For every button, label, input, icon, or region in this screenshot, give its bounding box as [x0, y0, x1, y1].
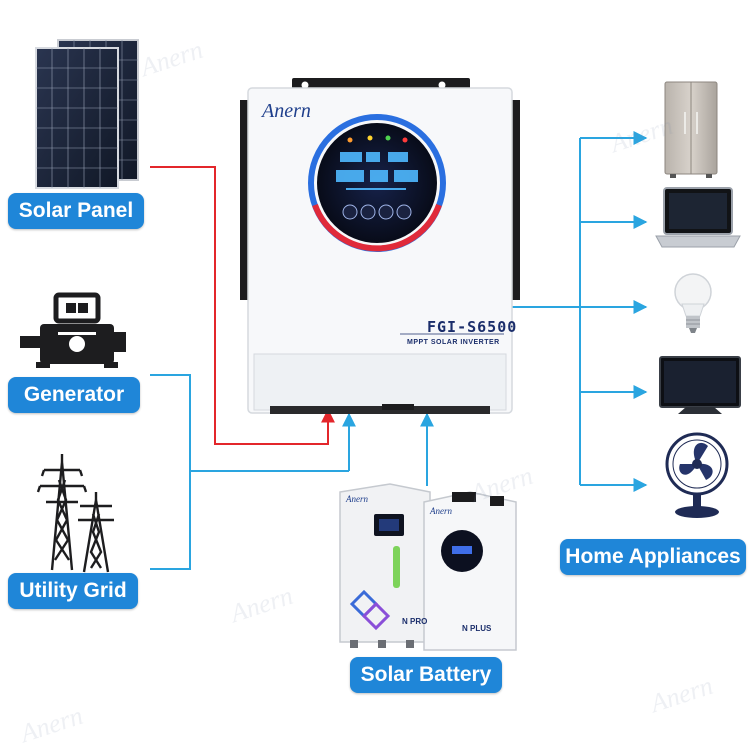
generator-icon	[20, 292, 126, 368]
solar-battery-label: Solar Battery	[350, 657, 502, 693]
battery-left-brand: Anern	[346, 494, 368, 504]
inverter-brand: Anern	[262, 100, 311, 122]
grid-line	[150, 471, 191, 570]
tv-icon	[659, 356, 741, 414]
inverter-subtitle: MPPT SOLAR INVERTER	[407, 339, 500, 346]
bulb-icon	[674, 273, 712, 333]
solar-panel-image	[35, 39, 139, 189]
battery-right-image	[423, 491, 517, 651]
home-appliances-label: Home Appliances	[560, 539, 746, 575]
fan-icon	[665, 432, 729, 518]
inverter-model: FGI-S6500	[427, 318, 518, 336]
utility-grid-icon	[36, 454, 114, 573]
battery-right-brand: Anern	[430, 506, 452, 516]
fridge-icon	[664, 81, 718, 178]
generator-label: Generator	[8, 377, 140, 413]
battery-left-badge: N PRO	[402, 617, 428, 626]
generator-line	[150, 374, 349, 472]
solar-panel-label: Solar Panel	[8, 193, 144, 229]
battery-left-image	[339, 483, 431, 648]
solar-dc-line	[150, 166, 335, 445]
utility-grid-label: Utility Grid	[8, 573, 138, 609]
inverter-image	[240, 78, 520, 414]
laptop-icon	[655, 187, 741, 248]
battery-right-badge: N PLUS	[462, 624, 492, 633]
